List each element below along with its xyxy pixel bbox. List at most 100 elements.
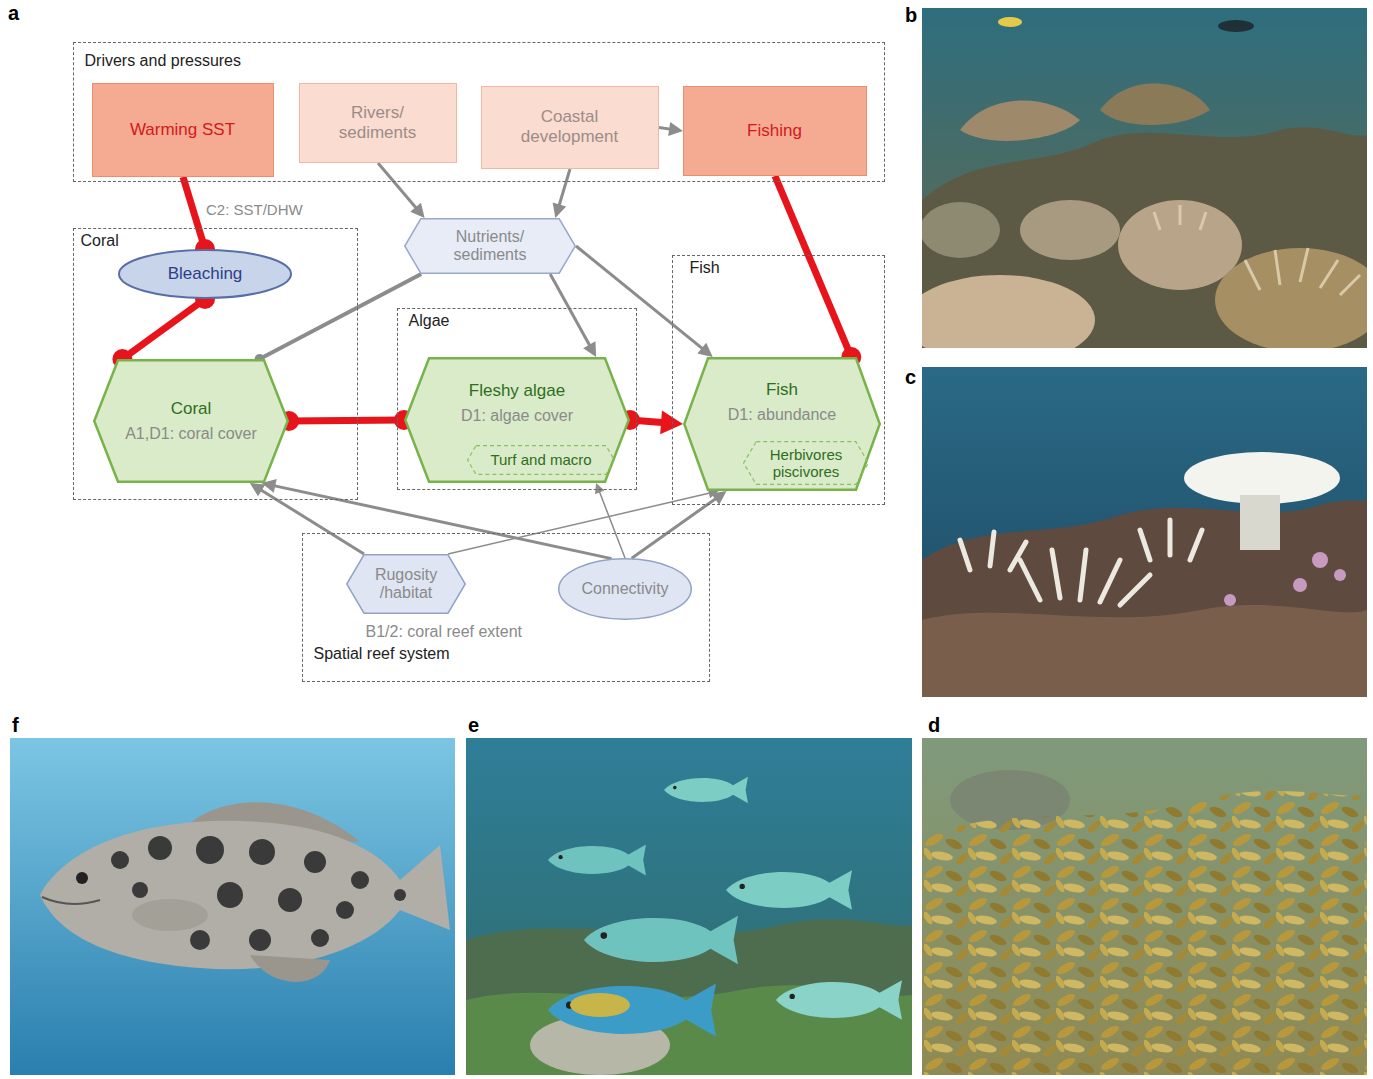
- connectivity-ellipse-shape: [559, 559, 692, 620]
- pectoral-fin: [132, 899, 208, 931]
- edge-label: C2: SST/DHW: [204, 201, 305, 218]
- connector-line: [273, 485, 612, 558]
- connector: [595, 483, 625, 558]
- component-hexagon: FishD1: abundanceHerbivores piscivores: [683, 357, 881, 491]
- arrow-head: [553, 203, 566, 218]
- connector: [632, 491, 727, 558]
- parrotfish: [726, 870, 852, 910]
- fish-marking: [570, 993, 630, 1017]
- node-title: Fish: [690, 259, 720, 277]
- subgroup-hexagon-shape: [468, 446, 615, 475]
- connector: [378, 163, 425, 218]
- group-box: Drivers and pressuresWarming SST Rivers/ …: [73, 42, 885, 182]
- panel-letter: b: [905, 4, 917, 27]
- text-area: Connectivity: [572, 564, 678, 614]
- arrow-head: [711, 491, 726, 505]
- panel-letter: e: [468, 714, 479, 737]
- text-area: Turf and macro: [481, 447, 601, 473]
- text-area: Bleaching: [138, 253, 272, 295]
- connector-line: [576, 246, 704, 350]
- connector: [550, 274, 596, 357]
- text-area: Rugosity /habitat: [362, 557, 450, 611]
- node-title: Rivers/ sediments: [319, 103, 437, 142]
- component-hexagon-shape: [94, 360, 288, 482]
- subgroup-hexagon: Turf and macro: [467, 445, 615, 475]
- connector: [279, 410, 414, 431]
- driver-box: Coastal development: [481, 86, 659, 169]
- reef-photo: [922, 8, 1367, 348]
- fish: [1218, 20, 1254, 32]
- connectivity-ellipse: Connectivity: [558, 558, 692, 620]
- parrotfish: [548, 845, 646, 876]
- pressure-hexagon-shape: [405, 219, 576, 274]
- connector: [620, 410, 683, 434]
- node-title: Nutrients/ sediments: [424, 228, 556, 265]
- coral-stalk: [1240, 495, 1280, 550]
- component-hexagon-outline: [93, 359, 289, 483]
- driver-box: Fishing: [683, 86, 867, 176]
- connector: [262, 479, 612, 559]
- subgroup-hexagon-shape: [744, 442, 869, 485]
- arrow-head: [668, 122, 683, 136]
- component-hexagon: Fleshy algaeD1: algae coverTurf and macr…: [404, 357, 630, 483]
- arrow-head: [250, 483, 266, 496]
- driver-box: Warming SST: [92, 83, 274, 177]
- eye: [76, 872, 88, 884]
- water: [922, 738, 1367, 1075]
- text-area: Rivers/ sediments: [319, 89, 437, 157]
- connector-line: [289, 420, 404, 421]
- text-area: Fish: [690, 259, 810, 283]
- text-area: Coastal development: [501, 92, 639, 163]
- node-title: Turf and macro: [490, 451, 591, 468]
- text-area: Drivers and pressures: [85, 52, 425, 76]
- node-title: B1/2: coral reef extent: [366, 623, 523, 641]
- plate-coral: [1100, 84, 1210, 125]
- node-title: Drivers and pressures: [85, 52, 242, 70]
- text-area: Algae: [409, 312, 529, 336]
- water: [922, 367, 1367, 697]
- habitat-hexagon: Rugosity /habitat: [346, 554, 466, 614]
- node-title: Herbivores piscivores: [757, 446, 855, 481]
- coral-branches: [1154, 205, 1360, 295]
- node-subtitle: Spatial reef system: [314, 645, 450, 663]
- grouper-body: [40, 821, 450, 969]
- node-title: Fleshy algae: [469, 381, 565, 401]
- water: [10, 738, 455, 1075]
- algae-photo: [922, 738, 1367, 1075]
- node-title: Coastal development: [501, 107, 639, 146]
- node-title: Coral: [81, 232, 119, 250]
- group-box: CoralBleachingCoralA1,D1: coral cover: [73, 228, 358, 500]
- grouper-photo: [10, 738, 455, 1075]
- text-area: Warming SST: [100, 91, 266, 169]
- mound-coral: [1118, 200, 1242, 290]
- driver-box: Rivers/ sediments: [299, 83, 457, 163]
- group-box: AlgaeFleshy algaeD1: algae coverTurf and…: [397, 308, 637, 490]
- connector-line: [122, 299, 205, 359]
- parrotfish: [584, 916, 738, 964]
- group-box: B1/2: coral reef extentSpatial reef syst…: [302, 533, 710, 682]
- mouth: [42, 897, 100, 904]
- text-area: Fleshy algaeD1: algae cover: [434, 367, 600, 439]
- connector-line: [559, 169, 570, 207]
- connector-line: [550, 274, 590, 347]
- branching-coral: [1215, 248, 1367, 348]
- text-area: B1/2: coral reef extentSpatial reef syst…: [314, 623, 698, 679]
- connector-line: [775, 176, 851, 357]
- node-subtitle: A1,D1: coral cover: [125, 425, 257, 443]
- node-title: Fish: [766, 380, 798, 400]
- state-ellipse-shape: [119, 250, 291, 298]
- coral-polyps: [1224, 552, 1346, 606]
- component-hexagon-shape: [684, 358, 880, 490]
- connector-line: [632, 497, 718, 558]
- habitat-hexagon-shape: [347, 555, 466, 614]
- group-box: FishFishD1: abundanceHerbivores piscivor…: [672, 255, 885, 505]
- component-hexagon: CoralA1,D1: coral cover: [93, 359, 289, 483]
- panel-letter: f: [12, 714, 19, 737]
- connector: [775, 176, 861, 367]
- connector: [112, 289, 215, 369]
- reef-base: [922, 605, 1367, 697]
- plate-coral: [960, 101, 1080, 141]
- connector-line: [259, 489, 364, 554]
- node-title: Rugosity /habitat: [362, 566, 450, 603]
- state-ellipse: Bleaching: [118, 249, 292, 299]
